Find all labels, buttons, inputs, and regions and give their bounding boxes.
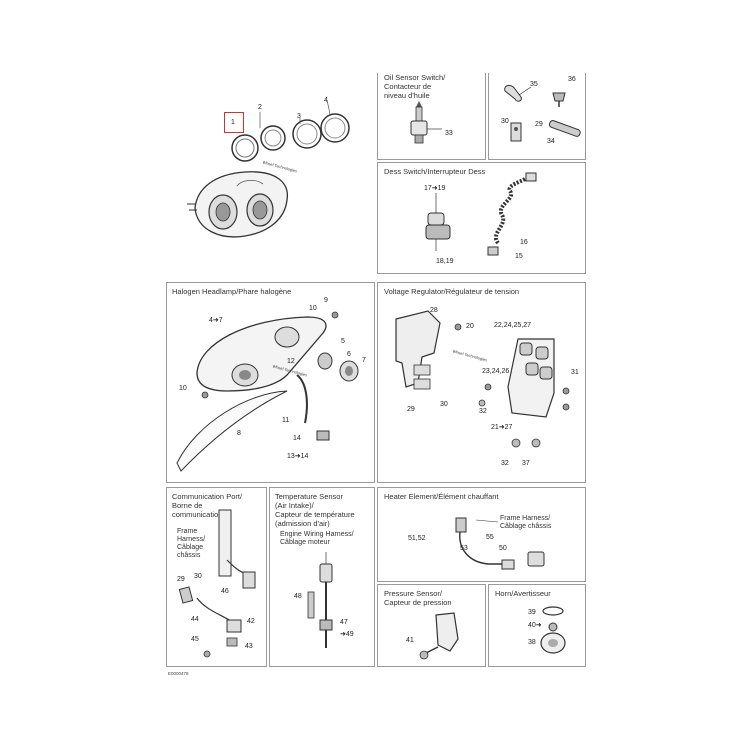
callout-4-7: 4➜7 xyxy=(209,317,223,324)
callout-10b: 10 xyxy=(179,385,187,392)
oil-sensor-panel: Oil Sensor Switch/ Contacteur de niveau … xyxy=(377,73,486,160)
dess-switch-title: Dess Switch/Interrupteur Dess xyxy=(384,167,486,176)
callout-30b: 30 xyxy=(440,401,448,408)
dess-switch-drawing xyxy=(425,172,537,256)
callout-48: 48 xyxy=(294,593,302,600)
figure-code: E0000478 xyxy=(168,671,189,676)
callout-11: 11 xyxy=(282,417,290,424)
callout-50: 50 xyxy=(499,545,507,552)
callout-12: 12 xyxy=(287,358,295,365)
callout-6: 6 xyxy=(347,351,351,358)
communication-title: Communication Port/ Borne de communicati… xyxy=(172,492,243,519)
callout-39: 39 xyxy=(528,609,536,616)
callout-49: ➜49 xyxy=(340,631,354,638)
communication-panel: Communication Port/ Borne de communicati… xyxy=(166,487,267,667)
callout-37: 37 xyxy=(522,460,530,467)
callout-43: 43 xyxy=(245,643,253,650)
horn-drawing xyxy=(540,606,566,654)
callout-9: 9 xyxy=(324,297,328,304)
halogen-drawing xyxy=(176,311,359,472)
callout-30: 30 xyxy=(501,118,509,125)
callout-42: 42 xyxy=(247,618,255,625)
callout-29: 29 xyxy=(535,121,543,128)
callout-13-14: 13➜14 xyxy=(287,453,309,460)
halogen-title: Halogen Headlamp/Phare halogène xyxy=(172,287,292,296)
heater-panel: Heater Element/Élément chauffant Frame H… xyxy=(377,487,586,582)
heater-frame-label: Frame Harness/ Câblage châssis xyxy=(500,515,552,530)
oil-sensor-drawing xyxy=(410,101,442,144)
clip-panel: 35 36 30 29 34 xyxy=(488,73,586,160)
callout-30c: 30 xyxy=(194,573,202,580)
temperature-title: Temperature Sensor (Air Intake)/ Capteur… xyxy=(275,492,355,528)
temperature-drawing xyxy=(307,552,333,648)
callout-20: 20 xyxy=(466,323,474,330)
callout-51-52: 51,52 xyxy=(408,535,426,542)
voltage-drawing xyxy=(395,310,570,448)
callout-32a: 32 xyxy=(479,408,487,415)
callout-38: 38 xyxy=(528,639,536,646)
callout-3: 3 xyxy=(297,113,301,120)
callout-31: 31 xyxy=(571,369,579,376)
callout-40: 40➜ xyxy=(528,622,542,629)
communication-drawing xyxy=(178,509,256,658)
halogen-panel: Halogen Headlamp/Phare halogène 4➜7 9 10… xyxy=(166,282,375,483)
callout-23-24-26: 23,24,26 xyxy=(482,368,510,375)
oil-sensor-title: Oil Sensor Switch/ Contacteur de niveau … xyxy=(384,73,446,100)
pressure-panel: Pressure Sensor/ Capteur de pression 41 xyxy=(377,584,486,667)
callout-45: 45 xyxy=(191,636,199,643)
callout-10a: 10 xyxy=(309,305,317,312)
callout-8: 8 xyxy=(237,430,241,437)
voltage-title: Voltage Regulator/Régulateur de tension xyxy=(384,287,520,296)
temperature-panel: Temperature Sensor (Air Intake)/ Capteur… xyxy=(269,487,375,667)
pressure-title: Pressure Sensor/ Capteur de pression xyxy=(384,589,452,607)
callout-41: 41 xyxy=(406,637,414,644)
dess-switch-panel: Dess Switch/Interrupteur Dess 17➜19 18,1… xyxy=(377,162,586,274)
callout-29b: 29 xyxy=(407,406,415,413)
heater-drawing xyxy=(455,517,545,570)
horn-panel: Horn/Avertisseur 39 40➜ 38 xyxy=(488,584,586,667)
voltage-panel: Voltage Regulator/Régulateur de tension … xyxy=(377,282,586,483)
temperature-engine-label: Engine Wiring Harness/ Câblage moteur xyxy=(280,531,354,546)
callout-44: 44 xyxy=(191,616,199,623)
callout-33: 33 xyxy=(445,130,453,137)
callout-17-19: 17➜19 xyxy=(424,185,446,192)
callout-1: 1 xyxy=(231,119,235,126)
heater-title: Heater Element/Élément chauffant xyxy=(384,492,499,501)
callout-32b: 32 xyxy=(501,460,509,467)
callout-53: 53 xyxy=(460,545,468,552)
headlamp-housing-drawing xyxy=(187,99,350,238)
callout-21-27: 21➜27 xyxy=(491,424,513,431)
callout-47: 47 xyxy=(340,619,348,626)
horn-title: Horn/Avertisseur xyxy=(495,589,551,598)
clip-drawing xyxy=(504,84,581,142)
callout-16: 16 xyxy=(520,239,528,246)
callout-55: 55 xyxy=(486,534,494,541)
callout-46: 46 xyxy=(221,588,229,595)
callout-14: 14 xyxy=(293,435,301,442)
callout-36: 36 xyxy=(568,76,576,83)
callout-22-24-25-27: 22,24,25,27 xyxy=(494,322,531,329)
callout-4: 4 xyxy=(324,97,328,104)
callout-2: 2 xyxy=(258,104,262,111)
callout-18-19: 18,19 xyxy=(436,258,454,265)
callout-28: 28 xyxy=(430,307,438,314)
pressure-drawing xyxy=(419,612,459,660)
callout-15: 15 xyxy=(515,253,523,260)
callout-35: 35 xyxy=(530,81,538,88)
callout-7: 7 xyxy=(362,357,366,364)
callout-29c: 29 xyxy=(177,576,185,583)
part-1-highlight[interactable] xyxy=(224,112,244,133)
callout-5: 5 xyxy=(341,338,345,345)
communication-frame-label: Frame Harness/ Câblage châssis xyxy=(177,528,206,559)
callout-34: 34 xyxy=(547,138,555,145)
